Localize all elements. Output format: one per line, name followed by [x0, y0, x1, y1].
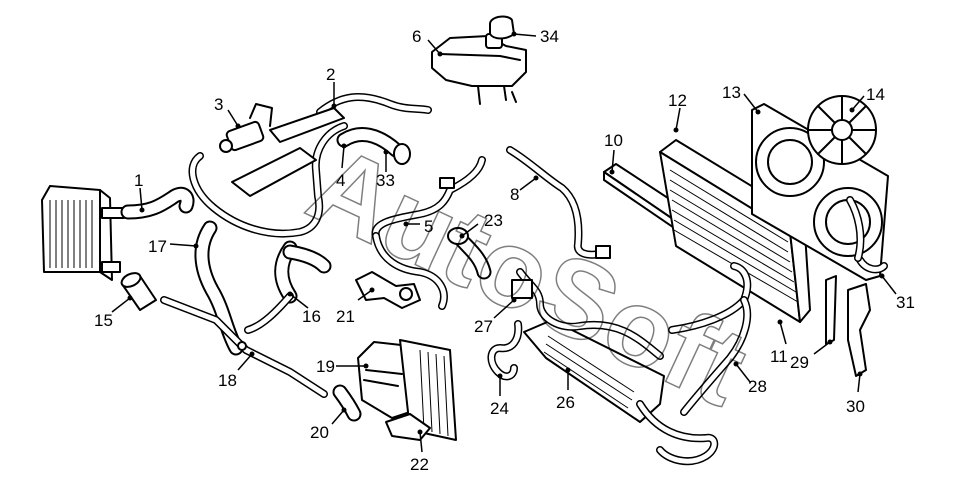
callout-20: 20	[310, 423, 329, 442]
callout-18: 18	[218, 371, 237, 390]
leader-lines	[111, 31, 897, 453]
hose-23	[447, 227, 492, 280]
callout-24: 24	[490, 399, 509, 418]
hose-8	[506, 146, 611, 259]
flange-21	[355, 271, 421, 309]
callout-29: 29	[790, 353, 809, 372]
fan-14	[807, 95, 877, 165]
callout-33: 33	[376, 171, 395, 190]
callout-17: 17	[148, 237, 167, 256]
valve-3	[219, 103, 273, 153]
callout-13: 13	[722, 83, 741, 102]
pipe-5	[371, 156, 486, 310]
callout-14: 14	[866, 85, 885, 104]
callout-11: 11	[770, 347, 788, 366]
callout-22: 22	[410, 455, 429, 474]
fan-shroud-13	[751, 103, 889, 281]
callout-27: 27	[474, 317, 493, 336]
cap-34	[489, 15, 515, 40]
hose-connector-15	[120, 272, 157, 311]
hose-16	[244, 240, 332, 334]
callout-15: 15	[94, 311, 113, 330]
pipe-28	[636, 262, 752, 466]
callout-6: 6	[412, 27, 421, 46]
callout-16: 16	[302, 307, 321, 326]
callout-10: 10	[604, 131, 623, 150]
callout-labels: 1 2 3 4 5 6 8 10 11 12 13 14 15 16 17 18…	[94, 27, 915, 474]
callout-30: 30	[846, 397, 865, 416]
pipe-18	[160, 296, 328, 398]
hose-24	[487, 320, 523, 381]
callout-12: 12	[668, 91, 687, 110]
bracket-29	[825, 275, 837, 345]
callout-34: 34	[540, 27, 559, 46]
callout-4: 4	[336, 171, 345, 190]
callout-26: 26	[556, 393, 575, 412]
hose-2	[316, 93, 432, 116]
pipe-27	[511, 268, 664, 360]
callout-3: 3	[214, 95, 223, 114]
callout-31: 31	[896, 293, 915, 312]
callout-21: 21	[336, 307, 355, 326]
elbow-20	[332, 384, 362, 422]
coolant-pipe-33	[231, 107, 411, 197]
callout-2: 2	[326, 65, 335, 84]
callout-19: 19	[316, 357, 335, 376]
callout-23: 23	[484, 211, 503, 230]
bracket-30	[847, 283, 871, 377]
callout-8: 8	[510, 185, 519, 204]
heater-hose-1	[120, 186, 195, 220]
pipe-4	[188, 122, 348, 238]
callout-5: 5	[424, 217, 433, 236]
expansion-tank-6	[431, 33, 527, 105]
callout-1: 1	[134, 171, 143, 190]
callout-28: 28	[748, 377, 767, 396]
hose-31	[846, 196, 888, 274]
heater-core	[41, 185, 125, 281]
